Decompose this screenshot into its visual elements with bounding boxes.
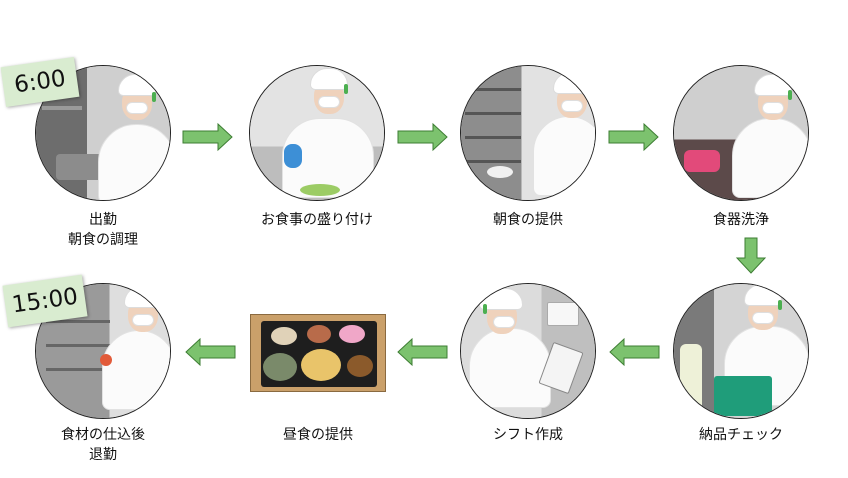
- leek: [680, 344, 702, 414]
- caption-step-1: 出勤 朝食の調理: [18, 210, 188, 250]
- plate: [300, 184, 340, 196]
- arrow-left-1: [609, 337, 660, 367]
- arrow-right-2: [397, 122, 448, 152]
- blue-glove: [284, 144, 302, 168]
- pink-basin: [684, 150, 720, 172]
- arrow-left-3: [185, 337, 236, 367]
- caption-step-2: お食事の盛り付け: [261, 212, 373, 228]
- caption-step-8-line1: 食材の仕込後: [61, 427, 145, 443]
- caption-step-4: 食器洗浄: [713, 212, 769, 228]
- caption-step-7: 昼食の提供: [283, 427, 353, 443]
- notice-paper: [547, 302, 579, 326]
- photo-step-4: [673, 65, 809, 201]
- bowl: [487, 166, 513, 178]
- photo-step-6: [460, 283, 596, 419]
- arrow-right-1: [182, 122, 233, 152]
- caption-step-6: シフト作成: [493, 427, 563, 443]
- vegetable: [100, 354, 112, 366]
- pot: [56, 154, 106, 180]
- caption-step-1-line1: 出勤: [89, 212, 117, 228]
- caption-step-1-line2: 朝食の調理: [68, 232, 138, 248]
- arrow-down-1: [735, 237, 767, 274]
- photo-step-7-meal-tray: [250, 314, 386, 392]
- arrow-right-3: [608, 122, 659, 152]
- photo-step-5: [673, 283, 809, 419]
- arrow-left-2: [397, 337, 448, 367]
- caption-step-5: 納品チェック: [699, 427, 783, 443]
- green-crate: [714, 376, 772, 416]
- photo-step-2: [249, 65, 385, 201]
- caption-step-8: 食材の仕込後 退勤: [18, 425, 188, 465]
- photo-step-1: [35, 65, 171, 201]
- caption-step-3: 朝食の提供: [493, 212, 563, 228]
- photo-step-3: [460, 65, 596, 201]
- caption-step-8-line2: 退勤: [89, 447, 117, 463]
